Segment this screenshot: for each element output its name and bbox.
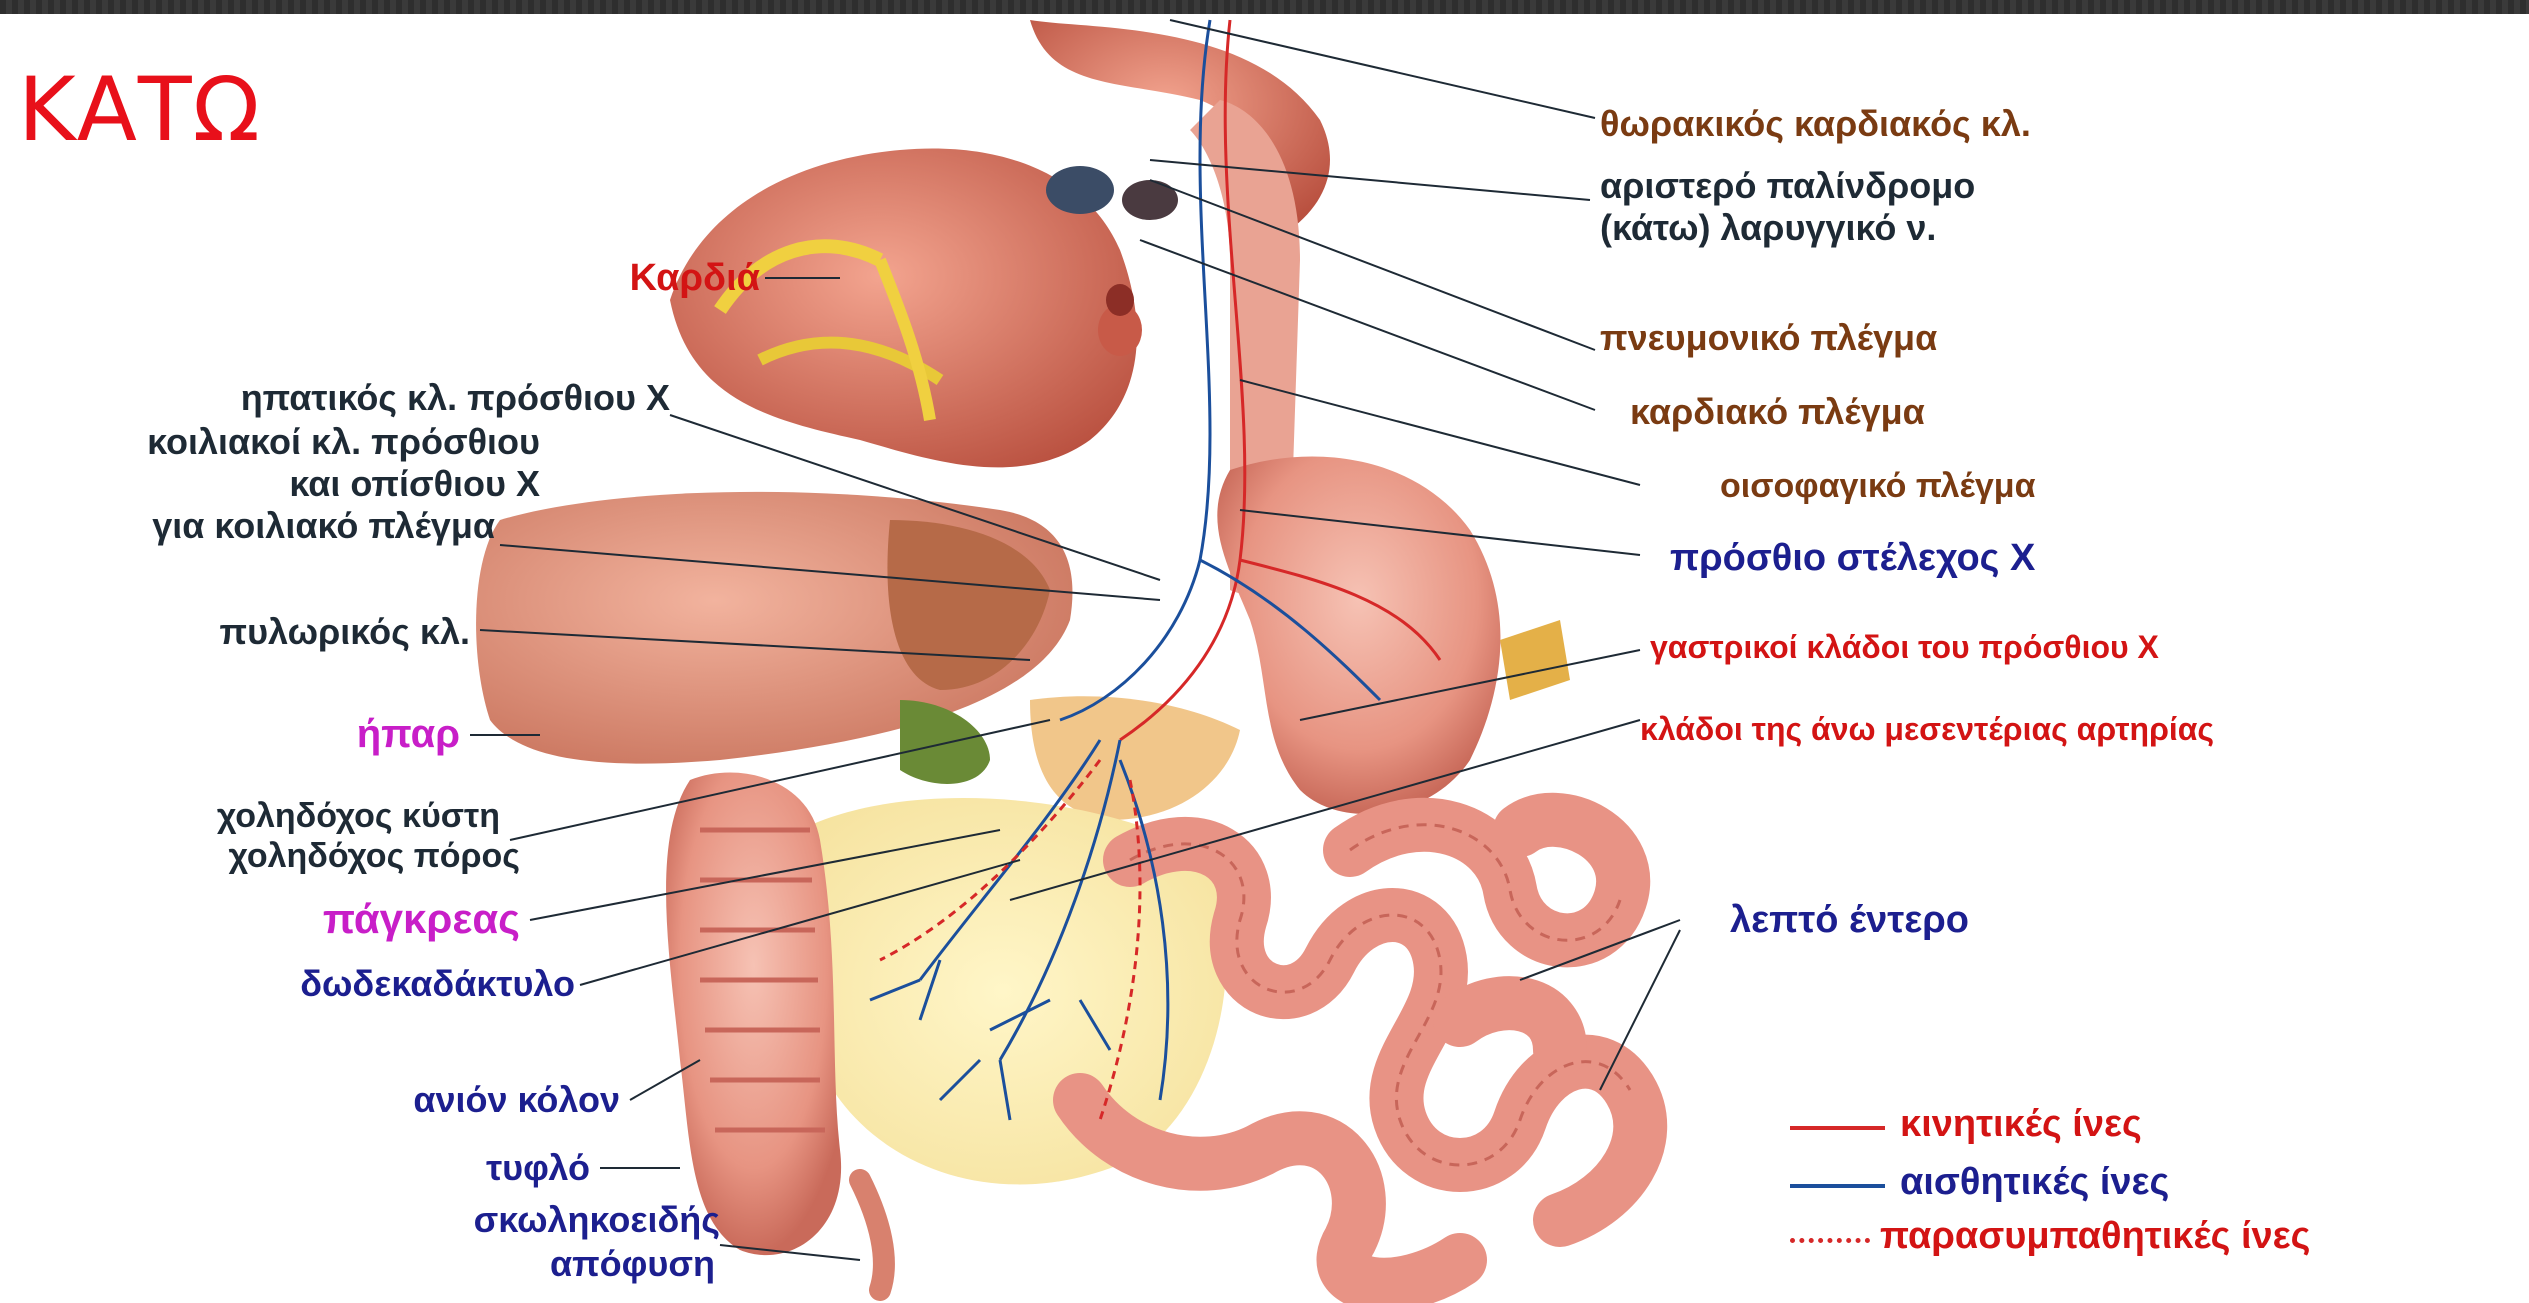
legend-swatch-motor <box>1790 1126 1885 1130</box>
slide-title: ΚΑΤΩ <box>18 58 261 161</box>
label-esophageal-plexus: οισοφαγικό πλέγμα <box>1720 468 2036 505</box>
legend-swatch-parasympathetic <box>1790 1238 1870 1243</box>
label-thoracic-cardiac-branch: θωρακικός καρδιακός κλ. <box>1600 104 2031 144</box>
label-ascending-colon: ανιόν κόλον <box>0 1080 620 1120</box>
label-appendix-line1: σκωληκοειδής <box>0 1200 720 1240</box>
stomach <box>1217 457 1500 815</box>
label-duodenum: δωδεκαδάκτυλο <box>0 964 575 1004</box>
label-celiac-line2: και οπίσθιου Χ <box>0 464 540 504</box>
label-heart: Καρδιά <box>500 258 760 300</box>
label-bile-duct: χοληδόχος πόρος <box>0 838 520 875</box>
spleen-fat <box>1500 620 1570 700</box>
label-cecum: τυφλό <box>0 1148 590 1188</box>
label-recurrent-laryngeal-line1: αριστερό παλίνδρομο <box>1600 166 1975 206</box>
ascending-colon <box>666 773 841 1256</box>
legend-swatch-sensory <box>1790 1184 1885 1188</box>
legend-item-motor: κινητικές ίνες <box>1780 1100 2520 1150</box>
label-anterior-vagal-trunk: πρόσθιο στέλεχος Χ <box>1670 538 2035 580</box>
label-pyloric-branch: πυλωρικός κλ. <box>0 612 470 652</box>
gallbladder <box>900 700 990 784</box>
legend-label-parasympathetic: παρασυμπαθητικές ίνες <box>1880 1216 2310 1258</box>
label-hepatic-branch: ηπατικός κλ. πρόσθιου Χ <box>20 378 670 418</box>
legend-item-parasympathetic: παρασυμπαθητικές ίνες <box>1780 1212 2520 1262</box>
label-celiac-line3: για κοιλιακό πλέγμα <box>0 506 495 546</box>
label-recurrent-laryngeal-line2: (κάτω) λαρυγγικό ν. <box>1600 208 1936 248</box>
label-celiac-line1: κοιλιακοί κλ. πρόσθιου <box>0 422 540 462</box>
label-gallbladder: χοληδόχος κύστη <box>0 798 500 835</box>
label-pulmonary-plexus: πνευμονικό πλέγμα <box>1600 318 1937 358</box>
label-pancreas: πάγκρεας <box>0 896 520 942</box>
legend-label-sensory: αισθητικές ίνες <box>1900 1162 2169 1204</box>
label-cardiac-plexus: καρδιακό πλέγμα <box>1630 392 1925 432</box>
label-appendix-line2: απόφυση <box>0 1244 715 1284</box>
label-gastric-branches: γαστρικοί κλάδοι του πρόσθιου Χ <box>1650 630 2159 665</box>
legend-item-sensory: αισθητικές ίνες <box>1780 1158 2520 1208</box>
appendix <box>860 1180 884 1290</box>
label-small-intestine: λεπτό έντερο <box>1730 900 1969 942</box>
label-sma-branches: κλάδοι της άνω μεσεντέριας αρτηρίας <box>1640 712 2214 747</box>
label-liver: ήπαρ <box>0 712 460 756</box>
legend-label-motor: κινητικές ίνες <box>1900 1104 2142 1146</box>
legend: κινητικές ίνες αισθητικές ίνες παρασυμπα… <box>1780 1100 2520 1290</box>
